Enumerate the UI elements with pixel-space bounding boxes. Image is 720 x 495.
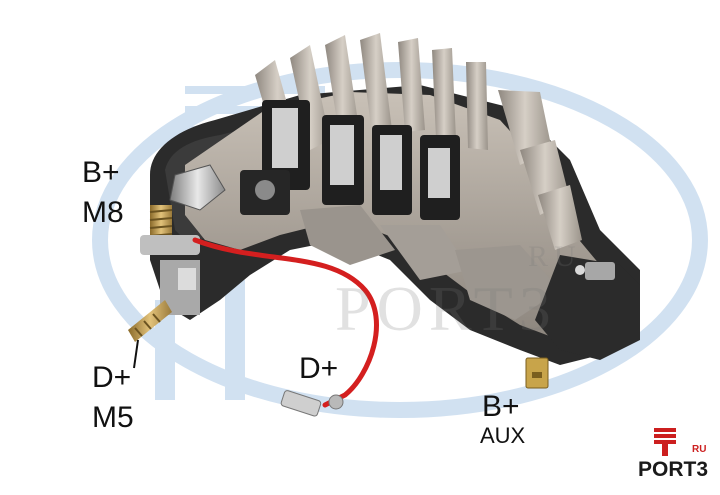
watermark-suffix: RU (528, 240, 582, 273)
label-m8: M8 (82, 196, 124, 229)
d-plus-m5-stud (128, 260, 200, 369)
diode-terminals (240, 100, 460, 220)
piston-icon (654, 428, 676, 456)
label-b-plus-aux: B+ (482, 390, 520, 423)
logo-suffix: RU (692, 444, 707, 455)
label-b-plus-main: B+ (82, 156, 120, 189)
heatsink-fins (255, 33, 582, 250)
wire-terminal (280, 390, 344, 417)
port3-logo (636, 426, 716, 482)
d-plus-wire (192, 237, 379, 408)
watermark-text: PORT3 (335, 273, 557, 344)
b-plus-m8-stud (140, 164, 226, 255)
label-m5: M5 (92, 401, 134, 434)
label-d-plus-wire: D+ (299, 352, 339, 385)
logo-text: PORT3 (638, 458, 709, 481)
b-plus-aux-connector (525, 255, 640, 389)
label-d-plus-stud: D+ (92, 361, 132, 394)
label-aux: AUX (480, 423, 526, 448)
terminal-plates (300, 205, 560, 320)
